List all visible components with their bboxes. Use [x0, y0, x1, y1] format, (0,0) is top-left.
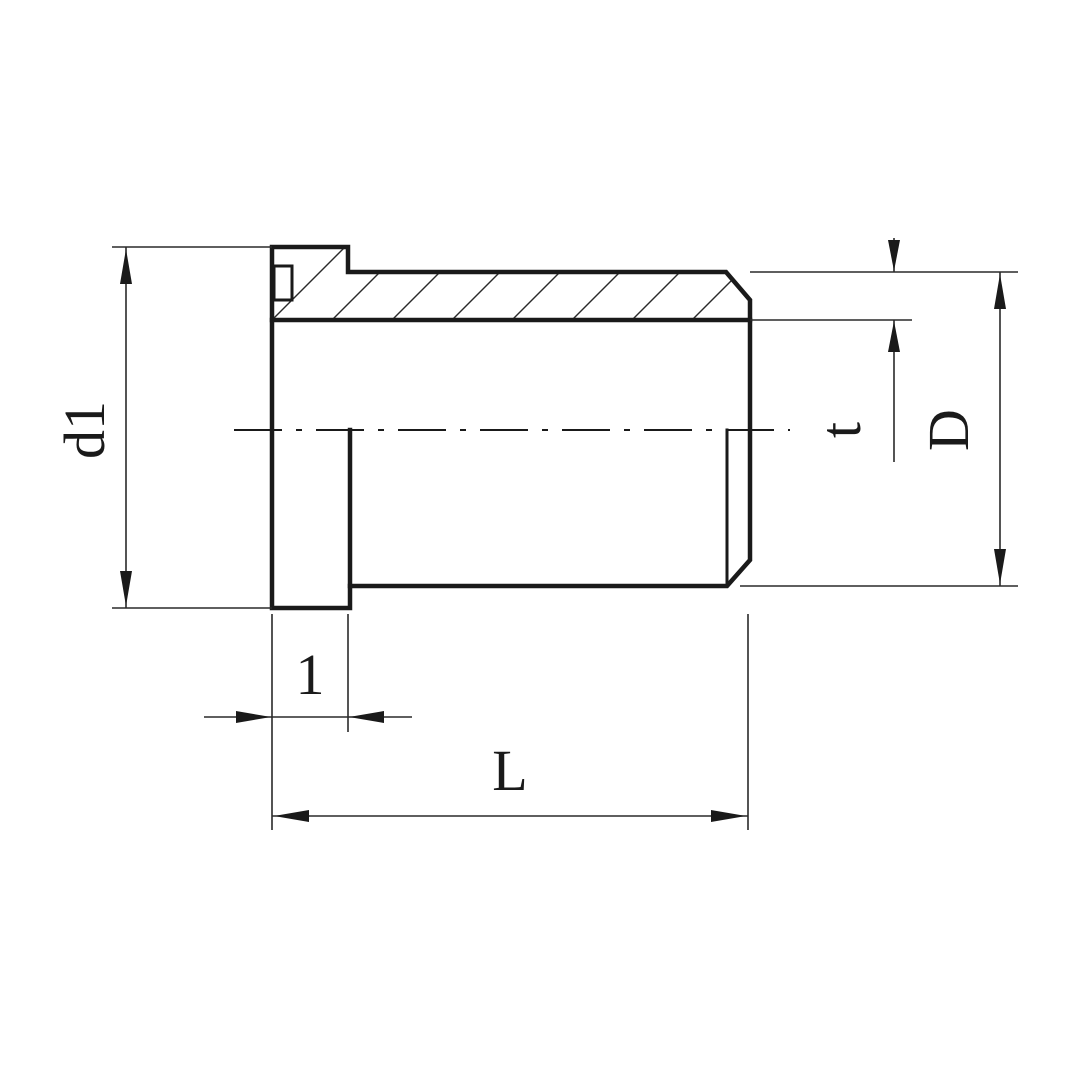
label-t: t	[808, 422, 873, 438]
label-d1: d1	[52, 401, 117, 459]
flange-groove	[272, 264, 294, 302]
wall-section-hatching	[272, 247, 750, 320]
dimension-t: t	[808, 238, 900, 462]
extension-lines	[112, 246, 1018, 830]
label-D: D	[916, 409, 981, 451]
dimension-L: L	[272, 738, 748, 822]
dimension-D: D	[916, 272, 1006, 586]
label-L: L	[492, 738, 527, 803]
bushing-outline	[269, 244, 753, 611]
dimension-flange-width: 1	[204, 642, 412, 723]
dimension-d1: d1	[52, 247, 132, 608]
label-flange-width: 1	[296, 642, 325, 707]
